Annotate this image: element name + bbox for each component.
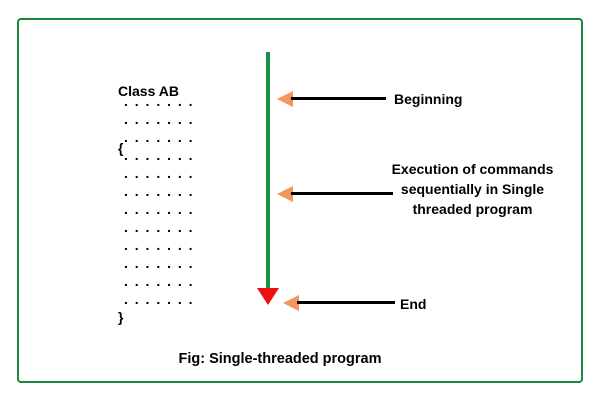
end-arrow-shaft [297, 301, 395, 304]
code-dot-row: . . . . . . . [124, 129, 195, 145]
code-dot-rows: . . . . . . . . . . . . . . . . . . . . ..… [124, 92, 194, 308]
open-brace: { [118, 140, 124, 156]
code-dot-row: . . . . . . . [124, 273, 195, 289]
execution-label: Execution of commands sequentially in Si… [391, 161, 554, 217]
end-label: End [400, 296, 427, 312]
code-dot-row: . . . . . . . [124, 183, 195, 199]
code-dot-row: . . . . . . . [124, 219, 195, 235]
code-dot-row: . . . . . . . [124, 237, 195, 253]
figure-caption: Fig: Single-threaded program [178, 351, 382, 367]
timeline-down-arrow-icon [257, 288, 279, 305]
execution-arrowhead-icon [277, 186, 293, 202]
close-brace: } [118, 309, 124, 325]
beginning-label: Beginning [394, 91, 463, 107]
execution-timeline-line [266, 52, 270, 288]
code-dot-row: . . . . . . . [124, 201, 195, 217]
beginning-arrow-shaft [291, 97, 386, 100]
end-arrowhead-icon [283, 295, 299, 311]
code-dot-row: . . . . . . . [124, 111, 195, 127]
code-dot-row: . . . . . . . [124, 93, 195, 109]
code-dot-row: . . . . . . . [124, 255, 195, 271]
code-dot-row: . . . . . . . [124, 147, 195, 163]
beginning-arrowhead-icon [277, 91, 293, 107]
diagram-frame [17, 18, 583, 383]
class-declaration: Class AB [118, 83, 179, 99]
code-dot-row: . . . . . . . [124, 291, 195, 307]
code-block: Class AB { [118, 44, 179, 196]
code-dot-row: . . . . . . . [124, 165, 195, 181]
execution-arrow-shaft [291, 192, 393, 195]
